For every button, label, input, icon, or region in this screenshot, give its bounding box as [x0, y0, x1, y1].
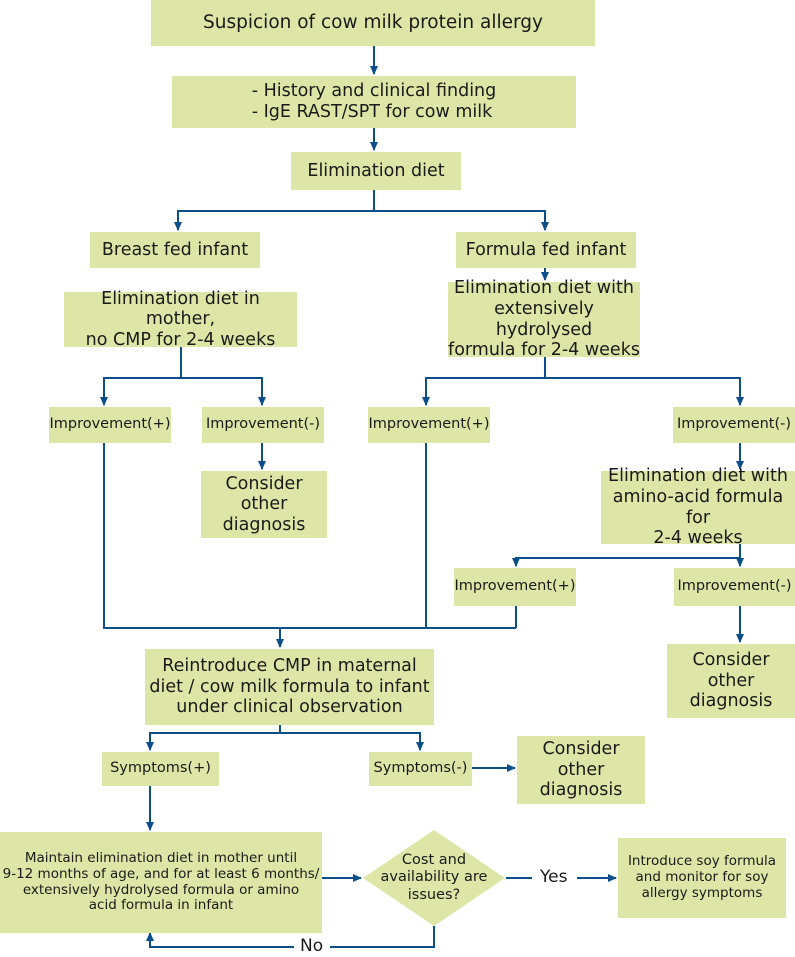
node-maintain-line4: acid formula in infant: [88, 897, 234, 914]
node-bf-improvement-neg-text: Improvement(-): [205, 416, 321, 433]
node-reintroduce-line1: Reintroduce CMP in maternal: [162, 656, 417, 677]
node-maintain-line1: Maintain elimination diet in mother unti…: [24, 849, 298, 866]
node-breast-fed-text: Breast fed infant: [101, 239, 249, 260]
node-symptoms-neg-text: Symptoms(-): [373, 760, 468, 777]
edge-hydrolysed-to-neg: [545, 377, 744, 406]
edge-bfpos-down: [103, 443, 516, 629]
node-reintroduce-line2: diet / cow milk formula to infant: [149, 676, 430, 697]
node-mother-diet-line1: Elimination diet in mother,: [101, 288, 260, 330]
node-decision-line2: availability are: [380, 869, 488, 886]
edge-decision-no-b: [146, 932, 294, 948]
node-bf-improvement-pos-text: Improvement(+): [49, 416, 171, 433]
node-elimination-diet: Elimination diet: [291, 152, 461, 190]
edge-mother-to-neg: [181, 377, 266, 406]
node-bf-improvement-pos: Improvement(+): [49, 407, 171, 443]
edge-hydrolysed-split: [422, 357, 546, 406]
edge-reintroduce-to-neg: [280, 732, 424, 751]
edge-amino-split: [512, 544, 741, 567]
edge-label-yes: Yes: [540, 867, 568, 887]
node-bf-improvement-neg: Improvement(-): [202, 407, 324, 443]
node-aa-improvement-neg-text: Improvement(-): [677, 578, 792, 595]
node-hydrolysed-diet: Elimination diet with extensively hydrol…: [448, 278, 640, 360]
node-reintroduce-line3: under clinical observation: [176, 697, 403, 718]
node-maintain-line3: extensively hydrolysed formula or amino: [22, 881, 300, 898]
node-amino-line2: amino-acid formula for: [612, 486, 784, 528]
node-consider-other-1: Consider other diagnosis: [201, 471, 327, 538]
node-soy-line1: Introduce soy formula: [627, 853, 777, 870]
edge-decision-no-a: [330, 926, 435, 948]
node-soy-formula: Introduce soy formula and monitor for so…: [618, 838, 786, 918]
node-aa-improvement-neg: Improvement(-): [674, 568, 795, 606]
node-aa-improvement-pos-text: Improvement(+): [454, 578, 576, 595]
edge-reintroduce-split: [146, 725, 281, 751]
node-amino-line1: Elimination diet with: [608, 466, 788, 487]
node-history-line1: - History and clinical finding: [251, 81, 497, 102]
node-consider-other-3-line2: diagnosis: [539, 780, 623, 801]
node-amino-line3: 2-4 weeks: [653, 528, 743, 549]
node-symptoms-pos-text: Symptoms(+): [110, 760, 211, 777]
node-reintroduce: Reintroduce CMP in maternal diet / cow m…: [145, 649, 434, 725]
node-hydrolysed-line1: Elimination diet with: [454, 278, 634, 299]
node-consider-other-1-line2: diagnosis: [222, 514, 306, 535]
node-ff-improvement-pos: Improvement(+): [368, 407, 490, 443]
node-decision-line1: Cost and: [401, 852, 467, 869]
decision-diamond-shape: [363, 830, 505, 926]
node-suspicion: Suspicion of cow milk protein allergy: [151, 0, 595, 46]
node-consider-other-3: Consider other diagnosis: [517, 736, 645, 804]
node-symptoms-neg: Symptoms(-): [369, 752, 472, 786]
node-amino-diet: Elimination diet with amino-acid formula…: [601, 466, 795, 548]
node-hydrolysed-line2: extensively hydrolysed: [494, 298, 594, 340]
node-consider-other-3-line1: Consider other: [542, 739, 620, 780]
node-consider-other-2-line1: Consider other: [692, 650, 770, 691]
node-breast-fed: Breast fed infant: [90, 232, 260, 268]
node-soy-line2: and monitor for soy: [635, 869, 769, 886]
node-decision-text: Cost and availability are issues?: [363, 830, 505, 926]
node-maintain-line2: 9-12 months of age, and for at least 6 m…: [2, 865, 320, 882]
edge-mother-split: [100, 347, 182, 406]
node-consider-other-2: Consider other diagnosis: [667, 644, 795, 718]
edge-label-no: No: [300, 936, 324, 956]
node-ff-improvement-neg-text: Improvement(-): [676, 416, 792, 433]
node-decision-line3: issues?: [407, 886, 461, 903]
node-history-line2: - IgE RAST/SPT for cow milk: [251, 102, 493, 122]
node-ff-improvement-neg: Improvement(-): [673, 407, 795, 443]
node-formula-fed: Formula fed infant: [456, 232, 636, 268]
node-formula-fed-text: Formula fed infant: [465, 239, 627, 260]
node-elimination-diet-text: Elimination diet: [307, 160, 445, 181]
node-ff-improvement-pos-text: Improvement(+): [368, 416, 490, 433]
node-aa-improvement-pos: Improvement(+): [454, 568, 576, 606]
node-maintain: Maintain elimination diet in mother unti…: [0, 832, 322, 933]
edge-elimination-split: [177, 190, 375, 230]
node-suspicion-text: Suspicion of cow milk protein allergy: [203, 12, 543, 34]
node-history: - History and clinical finding - IgE RAS…: [172, 76, 576, 128]
node-consider-other-1-line1: Consider other: [225, 473, 303, 515]
node-mother-diet-line2: no CMP for 2-4 weeks: [85, 329, 276, 350]
edge-elimination-to-formula: [374, 210, 549, 231]
node-decision: Cost and availability are issues?: [363, 830, 505, 926]
node-soy-line3: allergy symptoms: [641, 884, 763, 901]
node-mother-diet: Elimination diet in mother, no CMP for 2…: [64, 288, 297, 350]
node-consider-other-2-line2: diagnosis: [689, 691, 773, 712]
node-hydrolysed-line3: formula for 2-4 weeks: [448, 340, 640, 361]
node-symptoms-pos: Symptoms(+): [102, 752, 219, 786]
